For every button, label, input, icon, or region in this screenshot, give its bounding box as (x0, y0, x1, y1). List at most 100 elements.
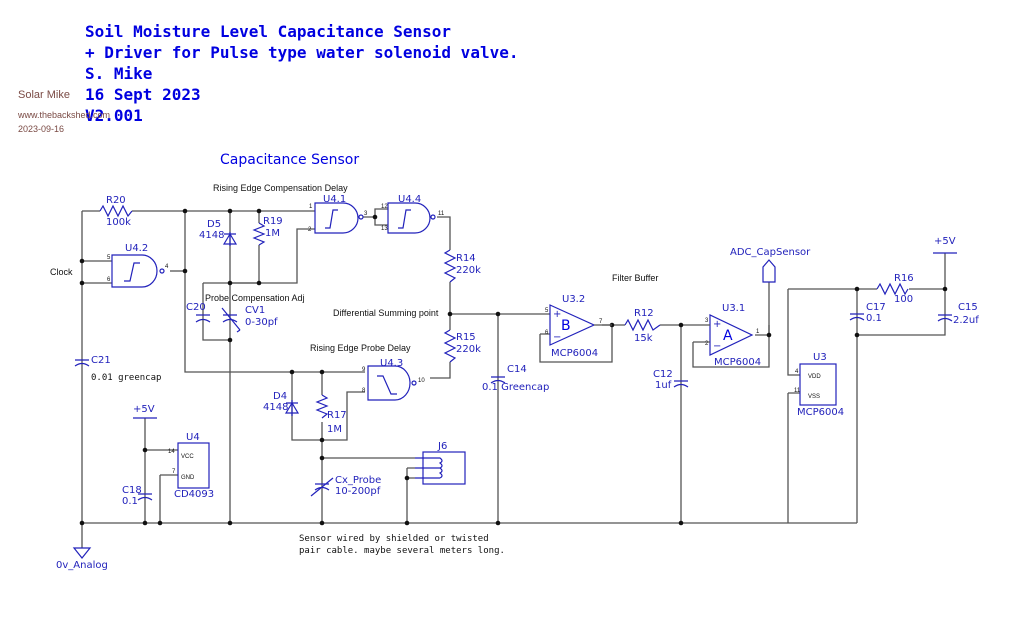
svg-text:R14: R14 (456, 253, 476, 264)
trimmer-cv1: CV1 0-30pf (221, 305, 278, 333)
svg-text:GND: GND (181, 475, 195, 481)
svg-text:2: 2 (705, 341, 709, 347)
ic-u3-power: U3 VDD VSS MCP6004 4 11 (794, 352, 844, 418)
svg-text:R17: R17 (327, 410, 347, 421)
svg-text:CV1: CV1 (245, 305, 265, 316)
opamp-u3-1: + − A U3.1 MCP6004 3 2 1 (705, 303, 761, 368)
ground-symbol: 0v_Analog (56, 547, 108, 571)
svg-text:Sensor wired by shielded o: Sensor wired by shielded or twisted (299, 534, 489, 544)
svg-text:C21: C21 (91, 355, 111, 366)
capacitor-c20: C20 (186, 302, 211, 323)
svg-text:14: 14 (168, 449, 175, 455)
svg-text:10: 10 (418, 378, 425, 384)
svg-text:11: 11 (794, 388, 801, 394)
watermark-date: 2023-09-16 (18, 124, 64, 134)
svg-text:7: 7 (599, 319, 603, 325)
svg-text:pair cable. maybe several: pair cable. maybe several meters long. (299, 546, 505, 556)
svg-text:+5V: +5V (133, 404, 155, 415)
svg-text:0-30pf: 0-30pf (245, 317, 278, 328)
svg-text:Differential Summing point: Differential Summing point (333, 308, 439, 318)
svg-text:C12: C12 (653, 369, 673, 380)
ic-u4-power: U4 VCC GND CD4093 14 7 (168, 432, 214, 500)
svg-text:1: 1 (309, 204, 313, 210)
svg-text:+5V: +5V (934, 236, 956, 247)
svg-text:100: 100 (894, 294, 913, 305)
svg-text:A: A (723, 328, 733, 344)
svg-text:Filter Buffer: Filter Buffer (612, 273, 658, 283)
svg-text:1: 1 (756, 329, 760, 335)
svg-text:220k: 220k (456, 344, 481, 355)
svg-text:10-200pf: 10-200pf (335, 486, 381, 497)
notes: Rising Edge Compensation Delay Probe Com… (50, 183, 658, 556)
svg-text:2: 2 (308, 227, 312, 233)
svg-text:2.2uf: 2.2uf (953, 315, 979, 326)
opamp-u3-2: + − B U3.2 MCP6004 5 6 7 (545, 294, 612, 359)
power-symbol-5v-right: +5V (933, 236, 957, 254)
svg-text:VCC: VCC (181, 454, 194, 460)
resistor-r14: R14 220k (443, 249, 481, 283)
title-author: S. Mike (85, 64, 152, 83)
watermark: Solar Mike www.thebackshed.com 2023-09-1… (17, 89, 110, 134)
connector-j6: J6 (415, 441, 466, 485)
svg-text:U4.2: U4.2 (125, 243, 148, 254)
svg-text:D5: D5 (207, 219, 221, 230)
svg-text:Rising Edge Compensation Delay: Rising Edge Compensation Delay (213, 183, 348, 193)
svg-text:1M: 1M (265, 228, 280, 239)
svg-text:0v_Analog: 0v_Analog (56, 560, 108, 571)
svg-text:R12: R12 (634, 308, 654, 319)
svg-text:R19: R19 (263, 216, 283, 227)
capacitor-c12: C12 1uf (653, 369, 689, 391)
svg-text:R15: R15 (456, 332, 476, 343)
svg-text:C18: C18 (122, 485, 142, 496)
svg-text:6: 6 (545, 330, 549, 336)
power-symbol-5v-left: +5V (133, 404, 157, 419)
svg-text:7: 7 (172, 469, 176, 475)
resistor-r15: R15 220k (443, 329, 481, 363)
svg-text:4148: 4148 (263, 402, 288, 413)
svg-text:3: 3 (364, 211, 368, 217)
resistor-r17: R17 1M (315, 394, 347, 435)
svg-text:5: 5 (545, 308, 549, 314)
capacitor-c21: C21 0.01 greencap (74, 355, 161, 383)
svg-text:MCP6004: MCP6004 (714, 357, 761, 368)
svg-text:12: 12 (381, 204, 388, 210)
diode-d5: D5 4148 (199, 219, 238, 246)
svg-text:Rising Edge Probe Delay: Rising Edge Probe Delay (310, 343, 411, 353)
junctions (79, 208, 948, 526)
capacitor-c14: C14 0.1 Greencap (482, 364, 549, 393)
gate-u4-4: U4.4 12 13 11 (381, 194, 445, 234)
svg-text:C14: C14 (507, 364, 527, 375)
title-date: 16 Sept 2023 (85, 85, 201, 104)
resistor-r16: R16 100 (876, 273, 914, 305)
diode-d4: D4 4148 (263, 391, 300, 416)
title-version: V2.001 (85, 106, 143, 125)
svg-text:0.1: 0.1 (866, 313, 882, 324)
svg-text:0.1: 0.1 (122, 496, 138, 507)
svg-text:U4.4: U4.4 (398, 194, 421, 205)
svg-text:6: 6 (107, 277, 111, 283)
svg-text:8: 8 (362, 388, 366, 394)
title-line-2: + Driver for Pulse type water solenoid v… (85, 43, 518, 62)
gate-u4-1: U4.1 1 2 3 (308, 194, 368, 234)
svg-text:−: − (713, 341, 721, 352)
gate-u4-2: U4.2 5 6 4 (107, 243, 169, 288)
svg-text:U4.1: U4.1 (323, 194, 346, 205)
resistor-r19: R19 1M (252, 216, 283, 246)
svg-text:220k: 220k (456, 265, 481, 276)
capacitor-c15: C15 2.2uf (937, 302, 979, 326)
svg-text:ADC_CapSensor: ADC_CapSensor (730, 247, 811, 258)
svg-text:Probe Compensation Adj: Probe Compensation Adj (205, 293, 305, 303)
svg-text:C20: C20 (186, 302, 206, 313)
watermark-site: www.thebackshed.com (17, 110, 110, 120)
title-line-1: Soil Moisture Level Capacitance Sensor (85, 22, 451, 41)
svg-text:0.1 Greencap: 0.1 Greencap (482, 382, 549, 393)
svg-text:CD4093: CD4093 (174, 489, 214, 500)
svg-text:U4: U4 (186, 432, 200, 443)
svg-text:4: 4 (165, 264, 169, 270)
svg-text:MCP6004: MCP6004 (551, 348, 598, 359)
svg-text:0.01 greencap: 0.01 greencap (91, 373, 161, 383)
svg-text:R16: R16 (894, 273, 914, 284)
capacitor-c17: C17 0.1 (849, 302, 886, 324)
svg-text:C15: C15 (958, 302, 978, 313)
